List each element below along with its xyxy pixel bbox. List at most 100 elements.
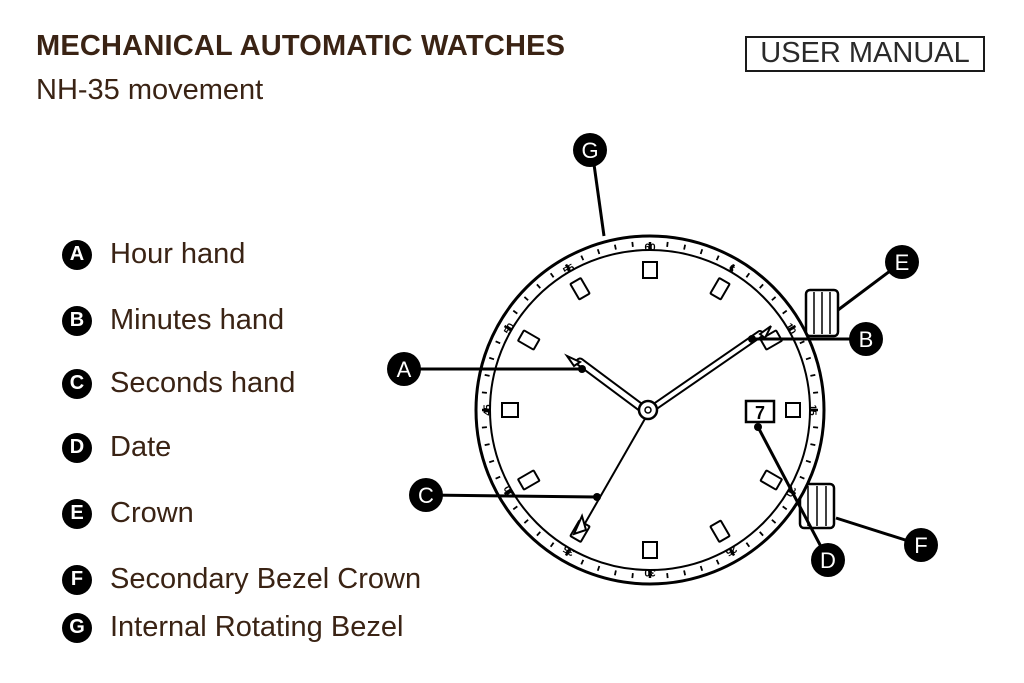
date-window: 7 [744, 399, 776, 424]
bezel-tick [495, 340, 501, 345]
bezel-tick [580, 559, 585, 565]
bezel-tick [782, 505, 788, 511]
legend-label-internal-rotating-bezel: Internal Rotating Bezel [110, 611, 404, 643]
callout-c: C [409, 478, 443, 512]
bezel-tick [564, 547, 572, 557]
bezel-number: 50 [502, 321, 517, 337]
bezel-tick [484, 443, 490, 447]
user-manual-label: USER MANUAL [760, 36, 970, 69]
legend-badge-c: C [62, 368, 92, 399]
hour-marker [642, 541, 658, 559]
callout-badges: A B C D E F G [387, 133, 938, 577]
callout-d-label: D [820, 548, 836, 573]
bezel-number: 45 [483, 404, 494, 416]
bezel-tick [536, 531, 541, 537]
bezel-number: 10 [783, 322, 798, 338]
bezel-number: 60 [644, 243, 656, 254]
bezel-tick [613, 244, 617, 250]
user-manual-box: USER MANUAL [745, 36, 985, 72]
bezel-tick [596, 565, 601, 572]
legend-label-hour-hand: Hour hand [110, 238, 246, 270]
bezel-tick [787, 324, 797, 332]
callout-f: F [904, 528, 938, 562]
bezel-numbers: 60510152025303540455055 [483, 243, 818, 578]
bezel-tick [771, 296, 777, 301]
bezel-ticks [481, 241, 819, 579]
bezel-tick [771, 519, 777, 524]
legend-item-b: B Minutes hand [62, 304, 284, 337]
bezel-tick [631, 241, 634, 247]
bezel-number: 15 [806, 404, 817, 416]
bezel-tick [488, 356, 495, 361]
hour-marker [517, 329, 541, 351]
bezel-tick [745, 542, 751, 548]
callout-a-label: A [397, 357, 412, 382]
legend-label-date: Date [110, 431, 172, 463]
callout-g-label: G [581, 138, 598, 163]
bezel-tick [495, 475, 501, 480]
bezel-tick [580, 255, 585, 261]
bezel-tick [813, 426, 819, 429]
legend-badge-f: F [62, 564, 92, 595]
callout-f-label: F [914, 533, 927, 558]
bezel-tick [523, 296, 529, 301]
bezel-tick [666, 573, 669, 579]
bezel-tick [549, 272, 555, 278]
hour-marker [517, 469, 541, 491]
bezel-tick [799, 475, 805, 480]
bezel-tick [564, 263, 572, 273]
bezel-number: 55 [562, 262, 578, 277]
legend-label-seconds-hand: Seconds hand [110, 367, 296, 399]
legend-item-g: G Internal Rotating Bezel [62, 611, 403, 644]
bezel-tick [596, 248, 601, 255]
hour-marker [709, 277, 731, 301]
bezel-tick [484, 373, 490, 377]
bezel-tick [759, 531, 764, 537]
bezel-number: 35 [561, 542, 577, 557]
legend-item-c: C Seconds hand [62, 367, 295, 400]
callout-g: G [573, 133, 607, 167]
callout-a: A [387, 352, 421, 386]
bezel-tick [805, 356, 812, 361]
callout-b: B [849, 322, 883, 356]
legend-item-f: F Secondary Bezel Crown [62, 563, 421, 596]
bezel-tick [799, 340, 805, 345]
date-value: 7 [755, 403, 765, 423]
bezel-tick [745, 272, 751, 278]
bezel-tick [759, 283, 764, 289]
hour-marker [642, 261, 658, 279]
bezel-tick [631, 573, 634, 579]
legend-item-d: D Date [62, 431, 171, 464]
bezel-tick [536, 283, 541, 289]
hour-marker [759, 469, 783, 491]
bezel-tick [810, 373, 816, 377]
bezel-tick [503, 488, 513, 496]
legend-label-minutes-hand: Minutes hand [110, 304, 285, 336]
bezel-tick [488, 459, 495, 464]
bezel-tick [666, 241, 669, 247]
bezel-tick [503, 324, 513, 332]
page-subtitle: NH-35 movement [36, 74, 264, 106]
legend-item-a: A Hour hand [62, 238, 245, 271]
bezel-tick [699, 565, 704, 572]
bezel-tick [728, 263, 736, 273]
bezel-tick [481, 426, 487, 429]
bezel-tick [613, 570, 617, 576]
bezel-tick [810, 443, 816, 447]
crown-e-icon [804, 288, 840, 338]
callout-e: E [885, 245, 919, 279]
bezel-tick [715, 559, 720, 565]
page-title: MECHANICAL AUTOMATIC WATCHES [36, 30, 566, 62]
bezel-tick [683, 244, 687, 250]
bezel-tick [813, 391, 819, 394]
callout-d: D [811, 543, 845, 577]
bezel-tick [549, 542, 555, 548]
bezel-tick [805, 459, 812, 464]
hour-marker [709, 519, 731, 543]
legend-badge-a: A [62, 239, 92, 270]
callout-c-label: C [418, 483, 434, 508]
legend-item-e: E Crown [62, 497, 194, 530]
legend-badge-d: D [62, 432, 92, 463]
bezel-tick [512, 505, 518, 511]
legend-label-secondary-bezel-crown: Secondary Bezel Crown [110, 563, 422, 595]
